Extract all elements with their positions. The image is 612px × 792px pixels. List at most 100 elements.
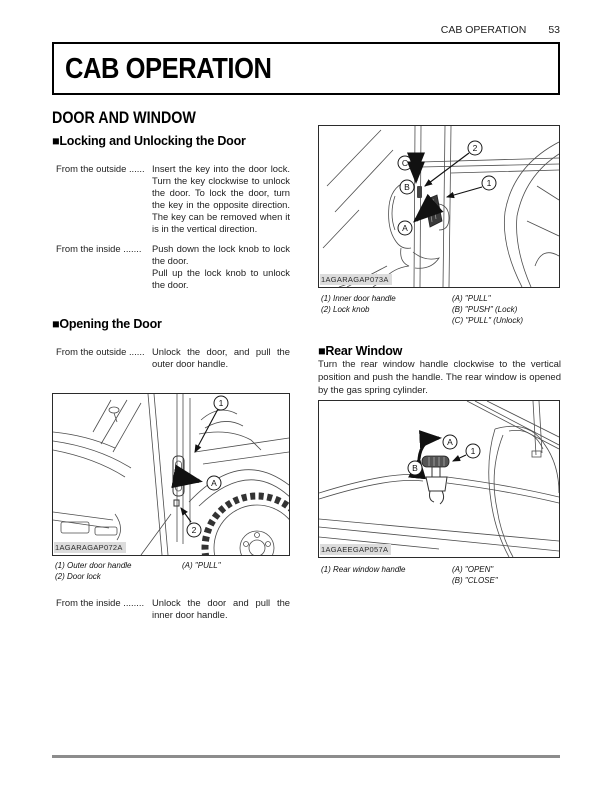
lug-bolt: [265, 541, 271, 547]
opening-definition-list: From the outside ...... Unlock the door,…: [52, 346, 290, 378]
handle-bracket: [438, 203, 450, 231]
front-tire: [201, 492, 289, 555]
figure-caption-left: (1) Inner door handle (2) Lock knob: [321, 293, 396, 315]
callout-1-arrow: [445, 186, 483, 199]
figure-caption-right: (A) "PULL": [182, 560, 221, 571]
caption-line: (A) "PULL": [452, 294, 491, 303]
definition-text: Unlock the door and pull the inner door …: [152, 597, 290, 620]
fender: [188, 469, 289, 507]
definition-text: Insert the key into the door lock. Turn …: [152, 163, 290, 234]
tractor-door-line-art: 1 A 2: [53, 394, 289, 555]
seat-back: [488, 425, 559, 557]
lock-knob: [417, 186, 422, 198]
mirror: [108, 406, 120, 414]
handle-inner: [175, 460, 182, 492]
definition-text: Push down the lock knob to lock the door…: [152, 243, 290, 290]
wheel-hub: [239, 530, 275, 555]
hub-cap: [248, 539, 266, 555]
callout-2-arrow: [424, 152, 470, 187]
subsection-heading-locking: ■Locking and Unlocking the Door: [52, 134, 246, 148]
window-sill: [319, 474, 559, 504]
window-frame: [466, 401, 559, 456]
callout-2-circle: [186, 522, 202, 538]
cab-body: [319, 518, 559, 552]
caption-line: (B) "CLOSE": [452, 576, 498, 585]
mirror-stem: [113, 412, 118, 423]
callout-1-circle: [213, 395, 229, 411]
definition-label: From the outside ......: [56, 163, 145, 174]
figure-id-label: 1AGAEEGAP057A: [320, 544, 392, 555]
hood: [53, 431, 132, 478]
glass-hatch: [322, 129, 394, 249]
definition-row-inside: From the inside ....... Push down the lo…: [52, 243, 290, 291]
caption-line: (C) "PULL" (Unlock): [452, 316, 524, 325]
steering-wheel: [504, 141, 559, 287]
definition-text: Unlock the door, and pull the outer door…: [152, 346, 290, 369]
callout-a-label: A: [211, 478, 217, 488]
callout-b-circle: [407, 460, 423, 476]
caption-line: (B) "PUSH" (Lock): [452, 305, 518, 314]
pull-arrow: [412, 193, 444, 223]
rear-window-line-art: A B 1: [319, 401, 559, 557]
caption-line: (2) Door lock: [55, 572, 101, 581]
caption-line: (2) Lock knob: [321, 305, 370, 314]
caption-line: (1) Outer door handle: [55, 561, 132, 570]
subsection-heading-opening: ■Opening the Door: [52, 317, 162, 331]
callout-1-label: 1: [471, 446, 476, 456]
callout-1-arrow: [452, 454, 467, 462]
platform: [194, 437, 289, 465]
door-lock: [173, 499, 180, 507]
frame-bracket: [531, 450, 542, 458]
locking-definition-list: From the outside ...... Insert the key i…: [52, 163, 290, 299]
rear-window-handle: [421, 455, 450, 468]
callout-b-label: B: [404, 182, 410, 192]
definition-label: From the outside ......: [56, 346, 145, 357]
callout-1-label: 1: [487, 178, 492, 188]
pull-arrow: [171, 464, 203, 489]
callout-c-label: C: [402, 158, 408, 168]
callout-a-label: A: [402, 223, 408, 233]
step: [53, 511, 172, 555]
step-box: [94, 526, 118, 536]
figure-outer-door-handle: 1 A 2 1AGARAGAP072A: [52, 393, 290, 556]
callout-2-arrow: [180, 507, 192, 523]
page-header: CAB OPERATION 53: [441, 24, 560, 36]
figure-id-label: 1AGARAGAP072A: [54, 542, 126, 553]
callout-1-circle: [481, 175, 497, 191]
callout-2-label: 2: [192, 525, 197, 535]
inner-handle-line-art: C B 2 1 A: [322, 126, 559, 287]
callout-2-label: 2: [473, 143, 478, 153]
outer-door-handle: [172, 455, 185, 497]
figure-inner-door-handle: C B 2 1 A 1AGARAGAP073A: [318, 125, 560, 288]
definition-row-outside: From the outside ...... Insert the key i…: [52, 163, 290, 235]
subsection-heading-rear-window: ■Rear Window: [318, 344, 403, 358]
figure-caption-right: (A) "PULL" (B) "PUSH" (Lock) (C) "PULL" …: [452, 293, 523, 326]
front-pillar: [147, 394, 169, 555]
callout-1-label: 1: [219, 398, 224, 408]
callout-a-label: A: [447, 437, 453, 447]
figure-caption-left: (1) Outer door handle (2) Door lock: [55, 560, 132, 582]
caption-line: (A) "OPEN": [452, 565, 494, 574]
callout-a-circle: [397, 220, 413, 236]
figure-id-label: 1AGARAGAP073A: [320, 274, 392, 285]
rear-window-paragraph: Turn the rear window handle clockwise to…: [318, 359, 561, 396]
definition-label: From the inside .......: [56, 243, 142, 254]
section-heading-door-and-window: DOOR AND WINDOW: [52, 108, 196, 127]
handle-base: [425, 476, 448, 505]
page-number: 53: [548, 24, 560, 36]
tire-inner: [213, 504, 289, 555]
callout-1-arrow: [194, 408, 219, 453]
opening-inside-definition: From the inside ........ Unlock the door…: [52, 597, 290, 629]
caption-line: (A) "PULL": [182, 561, 221, 570]
lug-bolt: [243, 541, 249, 547]
latch-mechanism: [338, 181, 440, 287]
chapter-title-box: CAB OPERATION: [52, 42, 560, 95]
lug-bolt: [254, 532, 260, 538]
callout-1-circle: [465, 443, 481, 459]
handle-stem: [431, 466, 441, 478]
caption-line: (1) Inner door handle: [321, 294, 396, 303]
callout-a-circle: [206, 475, 222, 491]
step-box: [60, 521, 90, 534]
figure-caption-right: (A) "OPEN" (B) "CLOSE": [452, 564, 498, 586]
